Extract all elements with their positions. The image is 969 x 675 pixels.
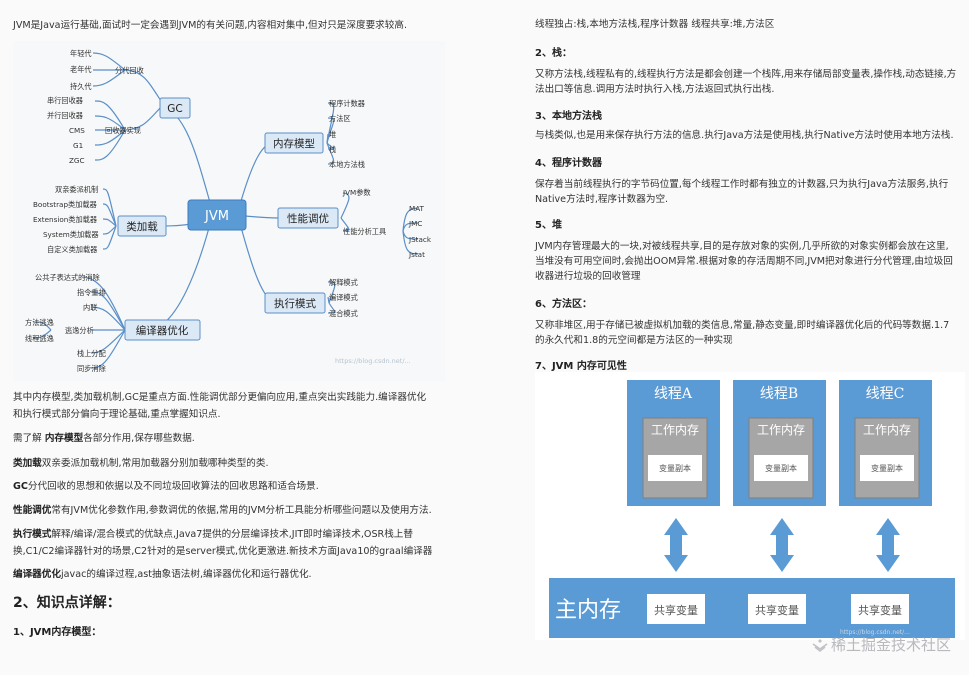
cmp-thread-escape: 线程逃逸 — [25, 334, 54, 343]
para-6: 执行模式解释/编译/混合模式的优缺点,Java7提供的分层编译技术,JIT即时编… — [13, 529, 413, 540]
section-heading: 2、知识点详解： — [13, 595, 121, 611]
gc-g1: G1 — [73, 141, 83, 150]
para-1b: 和执行模式部分偏向于理论基础,重点掌握知识点. — [13, 409, 221, 420]
mem-method: 方法区 — [329, 114, 351, 123]
heap-text-2: 当堆没有可用空间时,会抛出OOM异常.根据对象的存活周期不同,JVM把对象进行分… — [535, 256, 953, 267]
gc-fenqu: 分代回收 — [115, 66, 144, 75]
gc-perm: 持久代 — [70, 82, 92, 91]
heading-heap: 5、堆 — [535, 220, 562, 231]
perf-jstat: Jstat — [408, 250, 425, 259]
perf-mat: MAT — [409, 204, 425, 213]
cl-extension: Extension类加载器 — [33, 215, 97, 224]
cmp-stack-alloc: 栈上分配 — [77, 349, 106, 358]
svg-text:变量副本: 变量副本 — [659, 463, 691, 473]
heap-text-3: 收器进行垃圾的回收管理 — [535, 271, 641, 282]
heading-method-area: 6、方法区： — [535, 299, 592, 310]
para-6b: 换,C1/C2编译器针对的场景,C2针对的是server模式,优化更激进.新技术… — [13, 546, 433, 557]
gc-parallel: 并行回收器 — [47, 111, 83, 120]
native-stack-text: 与栈类似,也是用来保存执行方法的信息.执行Java方法是使用栈,执行Native… — [535, 130, 954, 141]
para-3: 类加载双亲委派加载机制,常用加载器分别加载哪种类型的类. — [13, 458, 269, 469]
para-7: 编译器优化javac的编译过程,ast抽象语法树,编译器优化和运行器优化. — [13, 569, 312, 580]
mem-heap: 堆 — [329, 130, 336, 139]
heading-pc: 4、程序计数器 — [535, 158, 602, 169]
watermark-text: 稀土掘金技术社区 — [830, 636, 951, 654]
svg-text:线程C: 线程C — [866, 386, 905, 402]
svg-text:工作内存: 工作内存 — [863, 423, 911, 437]
perf-jstack: JStack — [408, 235, 432, 244]
jvm-mindmap: JVM GC 内存模型 性能调优 执行模式 类加载 编译器优化 分代回收 年轻代… — [13, 41, 445, 381]
gc-serial: 串行回收器 — [47, 96, 83, 105]
cl-custom: 自定义类加载器 — [47, 245, 97, 254]
svg-text:共享变量: 共享变量 — [858, 603, 902, 617]
gc-old: 老年代 — [70, 65, 92, 74]
pc-text-2: Native方法时,程序计数器为空. — [535, 194, 669, 205]
cmp-sync-elim: 同步消除 — [77, 364, 106, 373]
diagram-url: https://blog.csdn.net/... — [840, 629, 910, 636]
heading-stack: 2、栈： — [535, 48, 572, 59]
mem-stack: 栈 — [329, 145, 336, 154]
memory-visibility-diagram: 线程A 工作内存 变量副本 线程B 工作内存 变量副本 线程C 工作内存 变量副… — [535, 372, 965, 640]
pc-text: 保存着当前线程执行的字节码位置,每个线程工作时都有独立的计数器,只为执行Java… — [535, 179, 949, 190]
mem-native: 本地方法栈 — [329, 160, 365, 169]
mem-pc: 程序计数器 — [329, 99, 365, 108]
mindmap-gc: GC — [167, 103, 182, 115]
thread-b: 线程B 工作内存 变量副本 — [733, 380, 826, 506]
para-5: 性能调优常有JVM优化参数作用,参数调优的依据,常用的JVM分析工具能分析哪些问… — [13, 505, 432, 516]
gc-cms: CMS — [69, 126, 85, 135]
perf-params: JVM参数 — [342, 188, 371, 197]
svg-text:变量副本: 变量副本 — [871, 463, 903, 473]
intro-text: JVM是Java运行基础,面试时一定会遇到JVM的有关问题,内容相对集中,但对只… — [13, 20, 407, 31]
juejin-logo-icon — [812, 639, 828, 652]
svg-text:共享变量: 共享变量 — [755, 603, 799, 617]
exec-compile: 编译模式 — [329, 293, 358, 302]
para-1a: 其中内存模型,类加载机制,GC是重点方面.性能调优部分更偏向应用,重点突出实践能… — [13, 392, 427, 403]
gc-young: 年轻代 — [70, 49, 92, 58]
para-4: GC分代回收的思想和依据以及不同垃圾回收算法的回收思路和适合场景. — [13, 481, 319, 492]
stack-text: 又称方法栈,线程私有的,线程执行方法是都会创建一个栈阵,用来存储局部变量表,操作… — [535, 69, 957, 80]
svg-text:线程B: 线程B — [760, 386, 798, 402]
heap-text: JVM内存管理最大的一块,对被线程共享,目的是存放对象的实例,几乎所欲的对象实例… — [535, 241, 949, 252]
mindmap-memory: 内存模型 — [273, 137, 315, 150]
perf-jmc: JMC — [408, 219, 422, 228]
juejin-watermark: 稀土掘金技术社区 — [812, 634, 951, 655]
mindmap-center: JVM — [204, 209, 229, 224]
method-area-text: 又称非堆区,用于存储已被虚拟机加载的类信息,常量,静态变量,即时编译器优化后的代… — [535, 320, 950, 331]
svg-text:工作内存: 工作内存 — [757, 423, 805, 437]
thread-a: 线程A 工作内存 变量副本 — [627, 380, 720, 506]
para-2: 需了解 内存模型各部分作用,保存哪些数据. — [13, 433, 195, 444]
svg-text:主内存: 主内存 — [555, 598, 621, 623]
mindmap-perf: 性能调优 — [287, 212, 329, 225]
thread-c: 线程C 工作内存 变量副本 — [839, 380, 932, 506]
cl-bootstrap: Bootstrap类加载器 — [33, 200, 97, 209]
subsection-heading: 1、JVM内存模型： — [13, 627, 102, 638]
svg-text:共享变量: 共享变量 — [654, 603, 698, 617]
mindmap-url: https://blog.csdn.net/... — [335, 357, 411, 365]
svg-text:变量副本: 变量副本 — [765, 463, 797, 473]
heading-native-stack: 3、本地方法栈 — [535, 111, 602, 122]
cl-system: System类加载器 — [43, 230, 99, 239]
cmp-escape: 逃逸分析 — [65, 326, 94, 335]
right-top-text: 线程独占:栈,本地方法栈,程序计数器 线程共享:堆,方法区 — [535, 19, 775, 30]
mindmap-classload: 类加载 — [126, 220, 158, 233]
svg-text:线程A: 线程A — [654, 386, 693, 402]
svg-text:工作内存: 工作内存 — [651, 423, 699, 437]
mindmap-exec: 执行模式 — [274, 297, 316, 310]
cmp-inline: 内联 — [83, 303, 97, 312]
gc-zgc: ZGC — [69, 156, 85, 165]
perf-tools: 性能分析工具 — [343, 227, 386, 236]
cmp-reorder: 指令重排 — [77, 288, 106, 297]
exec-interp: 解释模式 — [329, 278, 358, 287]
cmp-cse: 公共子表达式的消除 — [35, 273, 100, 282]
gc-shixian: 回收器实现 — [105, 126, 141, 135]
main-memory: 主内存 共享变量 共享变量 共享变量 — [549, 578, 955, 638]
exec-mixed: 混合模式 — [329, 309, 358, 318]
sync-arrows — [664, 518, 900, 572]
stack-text-2: 法出口等信息.调用方法时执行入栈,方法返回式执行出栈. — [535, 84, 775, 95]
cmp-method-escape: 方法逃逸 — [25, 318, 54, 327]
heading-visibility: 7、JVM 内存可见性 — [535, 361, 627, 372]
cl-parent: 双亲委派机制 — [55, 185, 98, 194]
mindmap-compiler: 编译器优化 — [136, 324, 189, 337]
method-area-text-2: 的永久代和1.8的元空间都是方法区的一种实现 — [535, 335, 733, 346]
